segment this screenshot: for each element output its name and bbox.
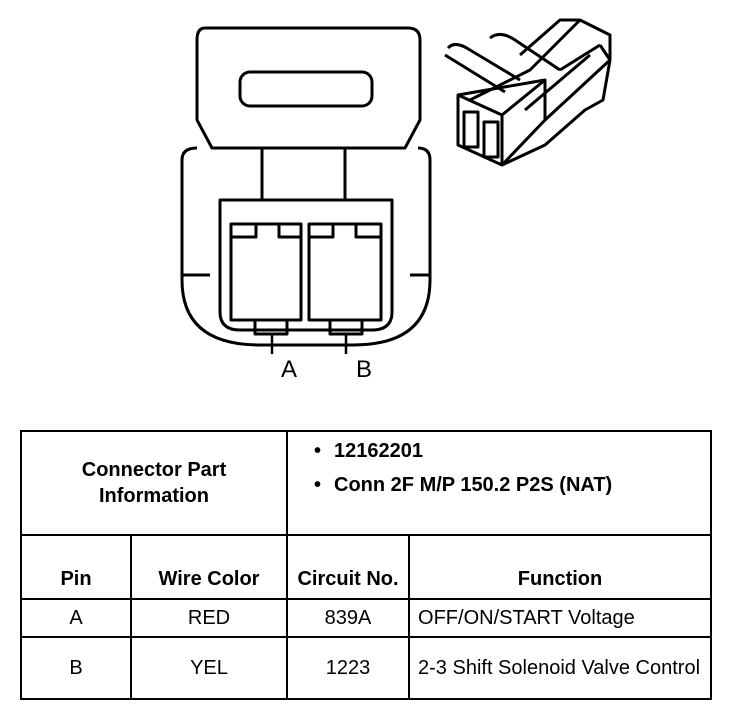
pin-cell: A bbox=[20, 598, 132, 638]
wire-color-cell: YEL bbox=[129, 636, 289, 700]
part-description-item: Conn 2F M/P 150.2 P2S (NAT) bbox=[314, 472, 704, 498]
function-cell: OFF/ON/START Voltage bbox=[408, 598, 713, 638]
table-row: A RED 839A OFF/ON/START Voltage bbox=[20, 598, 713, 638]
pin-b-label: B bbox=[356, 356, 373, 383]
wire-color-cell: RED bbox=[129, 598, 289, 638]
connector-diagram bbox=[180, 18, 612, 354]
function-cell: 2-3 Shift Solenoid Valve Control bbox=[408, 636, 713, 700]
header-circuit-no: Circuit No. bbox=[286, 534, 411, 600]
connector-info-table: Connector Part Information 12162201 Conn… bbox=[19, 430, 713, 700]
circuit-cell: 1223 bbox=[286, 636, 411, 700]
table-row: B YEL 1223 2-3 Shift Solenoid Valve Cont… bbox=[20, 636, 713, 700]
connector-isometric-view bbox=[444, 18, 612, 167]
pin-cell: B bbox=[20, 636, 132, 700]
header-row: Pin Wire Color Circuit No. Function bbox=[20, 534, 713, 600]
connector-part-info-label: Connector Part Information bbox=[19, 430, 289, 536]
pin-a-label: A bbox=[281, 356, 298, 383]
part-number-item: 12162201 bbox=[314, 438, 704, 464]
header-wire-color: Wire Color bbox=[129, 534, 289, 600]
connector-part-list: 12162201 Conn 2F M/P 150.2 P2S (NAT) bbox=[286, 430, 713, 536]
circuit-cell: 839A bbox=[286, 598, 411, 638]
connector-part-row: Connector Part Information 12162201 Conn… bbox=[19, 430, 713, 536]
header-pin: Pin bbox=[20, 534, 132, 600]
header-function: Function bbox=[408, 534, 713, 600]
connector-front-view bbox=[180, 26, 432, 354]
